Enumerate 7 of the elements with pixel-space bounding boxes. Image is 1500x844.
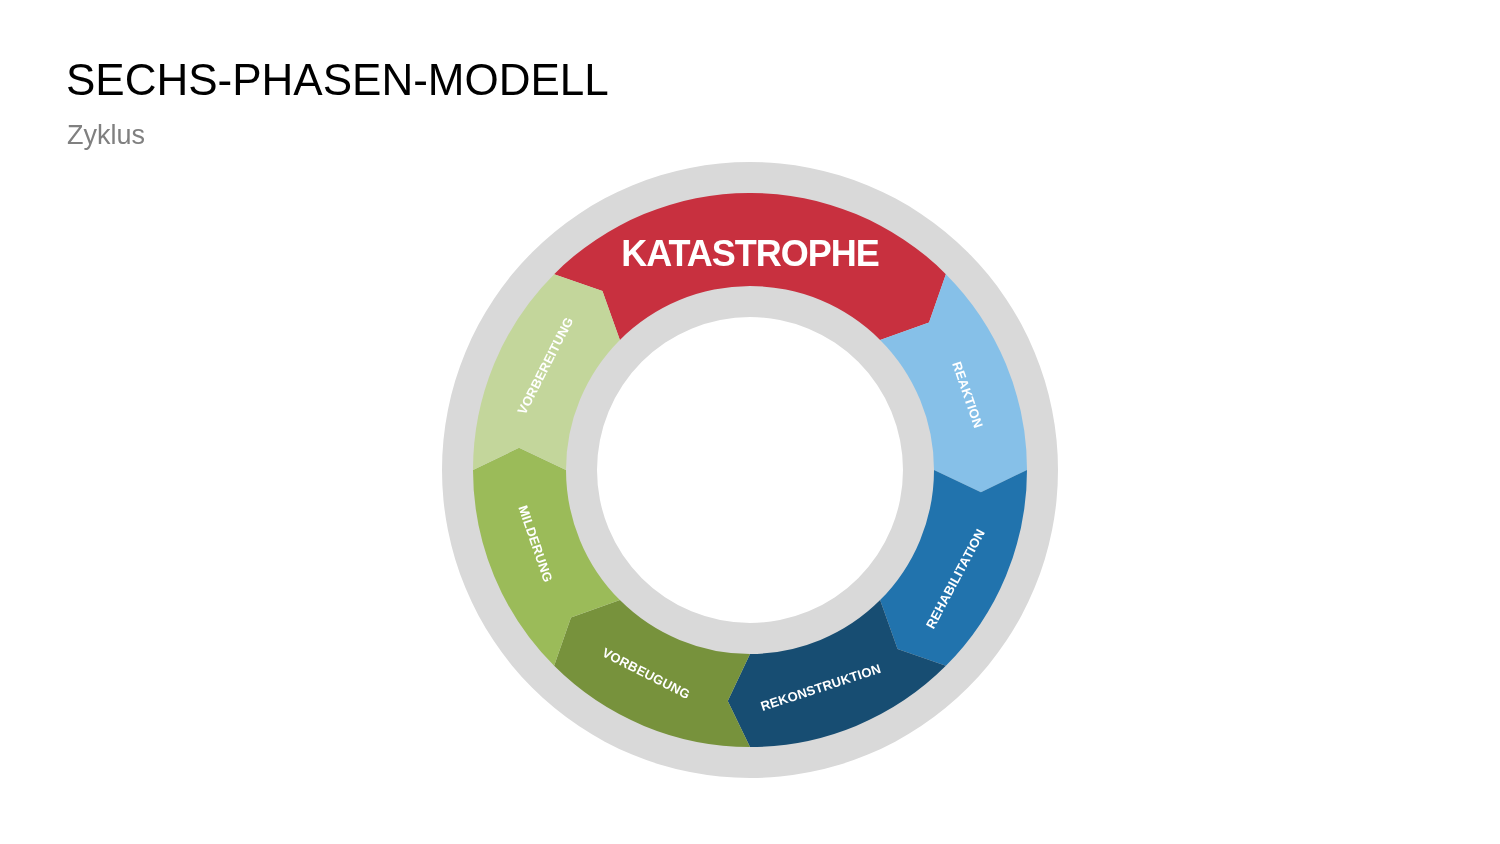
slide-title: SECHS-PHASEN-MODELL bbox=[66, 54, 609, 106]
arrow-segment bbox=[880, 274, 1027, 493]
arrow-segment bbox=[554, 600, 750, 747]
phase-label: KATASTROPHE bbox=[621, 234, 879, 274]
arrow-segment bbox=[473, 274, 620, 471]
subtitle: Zyklus bbox=[67, 119, 145, 152]
arrow-segment bbox=[880, 470, 1027, 666]
